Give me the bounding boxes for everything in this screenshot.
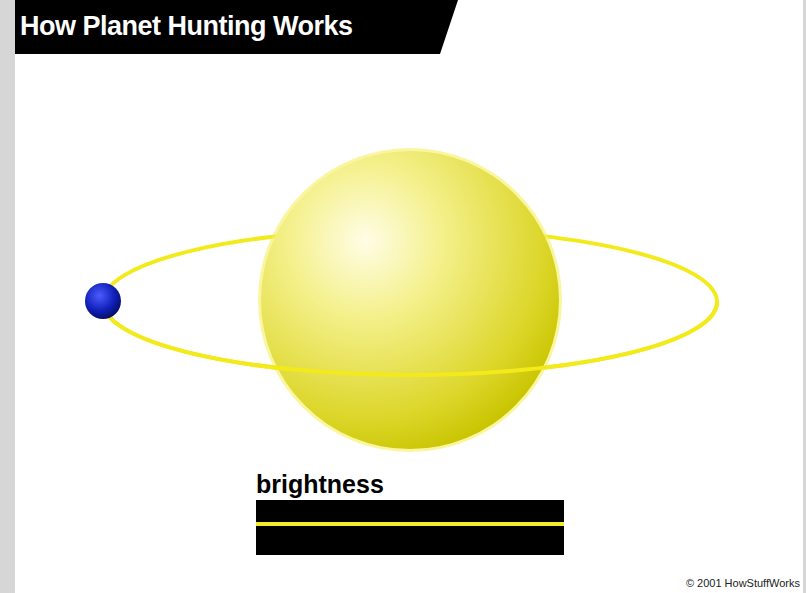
star [261,151,559,449]
copyright-note: © 2001 HowStuffWorks [686,577,800,589]
meter-label: brightness [256,472,564,500]
orbit-front [103,302,717,375]
brightness-level [256,522,564,526]
title-banner [15,0,458,54]
star-glow [258,148,562,452]
planet [85,283,121,319]
title: How Planet Hunting Works [20,11,353,42]
brightness-meter: brightness [256,472,564,555]
brightness-bar [256,500,564,555]
